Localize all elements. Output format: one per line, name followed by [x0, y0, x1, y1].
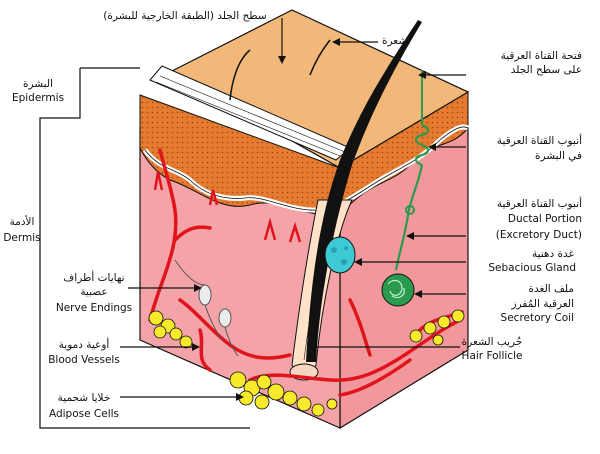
label-nerve-ar-1: نهايات أطراف	[63, 272, 125, 284]
label-dermis-en: Dermis	[3, 232, 41, 244]
sebaceous-gland	[324, 236, 356, 274]
blood-vessels	[148, 148, 464, 397]
surface-hair-1	[229, 49, 251, 101]
label-epidermis-en: Epidermis	[11, 92, 65, 104]
label-follicle-en: Hair Follicle	[461, 350, 523, 362]
label-ductal-ar: أنبوب القناة العرقية	[496, 198, 582, 210]
label-sebaceous-en: Sebacious Gland	[488, 262, 576, 274]
label-secretory-ar-2: العرقية المُفرز	[511, 298, 575, 310]
hair-shaft	[306, 20, 422, 362]
label-epidermis-ar: البشرة	[23, 78, 53, 90]
leader-lines	[39, 18, 466, 429]
label-blood-ar: أوعية دموية	[58, 339, 110, 351]
capillary-loops	[153, 171, 302, 243]
sweat-duct-ductal-portion	[394, 164, 424, 271]
label-pore-ar-2: على سطح الجلد	[510, 64, 582, 76]
adipose-cells	[148, 309, 465, 417]
label-secretory-en: Secretory Coil	[500, 312, 574, 324]
label-ductal-en-1: Ductal Portion	[507, 213, 582, 225]
label-skin-surface: سطح الجلد (الطبقة الخارجية للبشرة)	[103, 10, 267, 22]
label-adipose-ar: خلايا شحمية	[57, 392, 111, 404]
label-sebaceous-ar: غدة دهنية	[531, 248, 574, 260]
label-hair: شعرة	[382, 35, 408, 47]
label-sweat-tube-epi-ar-2: في البشرة	[534, 150, 582, 162]
secretory-coil	[381, 273, 415, 307]
label-nerve-en: Nerve Endings	[55, 302, 133, 314]
label-sweat-tube-epi-ar-1: أنبوب القناة العرقية	[496, 135, 582, 147]
surface-hair-2	[309, 39, 331, 76]
label-nerve-ar-2: عصبية	[80, 286, 108, 298]
label-ductal-en-2: (Excretory Duct)	[495, 229, 582, 241]
label-secretory-ar-1: ملف الغدة	[528, 283, 574, 295]
label-pore-ar-1: فتحة القناة العرقية	[500, 50, 582, 62]
label-dermis-ar: الأدمة	[9, 216, 35, 228]
label-follicle-ar: جُريب الشعرة	[461, 336, 523, 348]
label-blood-en: Blood Vessels	[48, 354, 120, 366]
arrowheads	[192, 38, 436, 401]
label-adipose-en: Adipose Cells	[48, 408, 120, 420]
nerve-endings	[174, 259, 239, 357]
sweat-duct-epidermal-coil	[414, 123, 430, 167]
